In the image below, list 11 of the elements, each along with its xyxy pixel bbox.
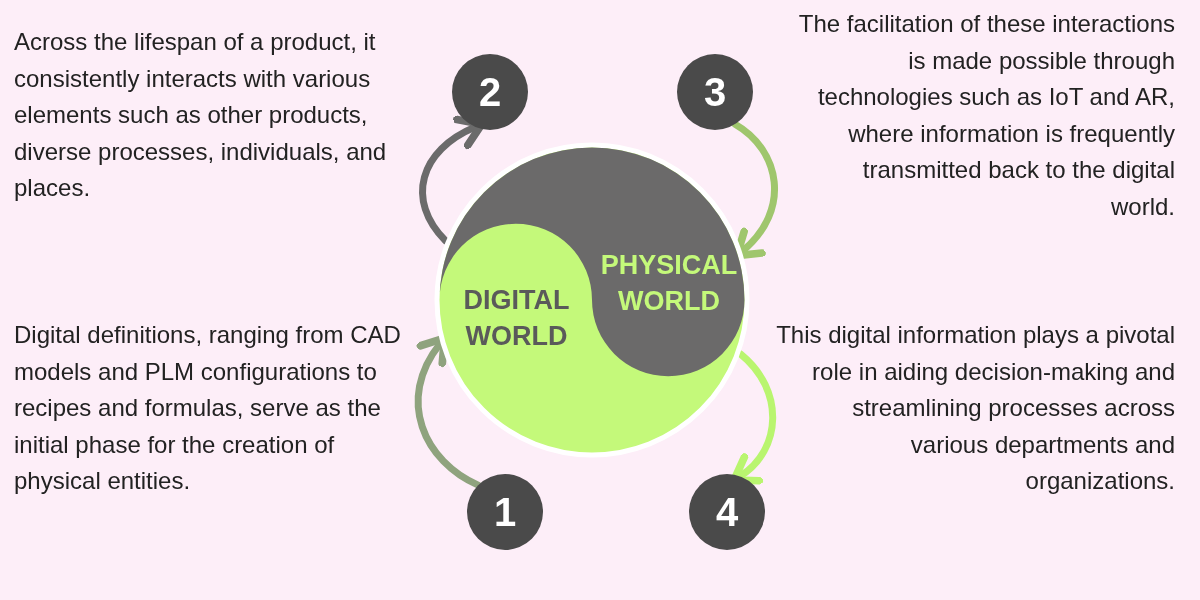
step-number-circle: 1 (467, 474, 543, 550)
step-number-circle: 2 (452, 54, 528, 130)
description-text: Digital definitions, ranging from CAD models and PLM configurations to recipes and formulas, serve as the initial phase for the creation of physical entities. (14, 320, 402, 496)
description-text: Across the lifespan of a product, it consistently interacts with various elements such as other products, diverse processes, individuals, and places. (14, 27, 388, 203)
curved-arrow (414, 334, 482, 489)
description-text: The facilitation of these interactions is made possible through technologies such as IoT and AR, where information is frequently transmitted back to the digital world. (797, 9, 1175, 222)
curved-arrow (731, 120, 778, 260)
curved-arrow (730, 350, 777, 485)
step-number-circle: 3 (677, 54, 753, 130)
step-number-circle: 4 (689, 474, 765, 550)
description-text: This digital information plays a pivotal role in aiding decision-making and streamlining processes across various departments and organizations. (775, 320, 1175, 496)
